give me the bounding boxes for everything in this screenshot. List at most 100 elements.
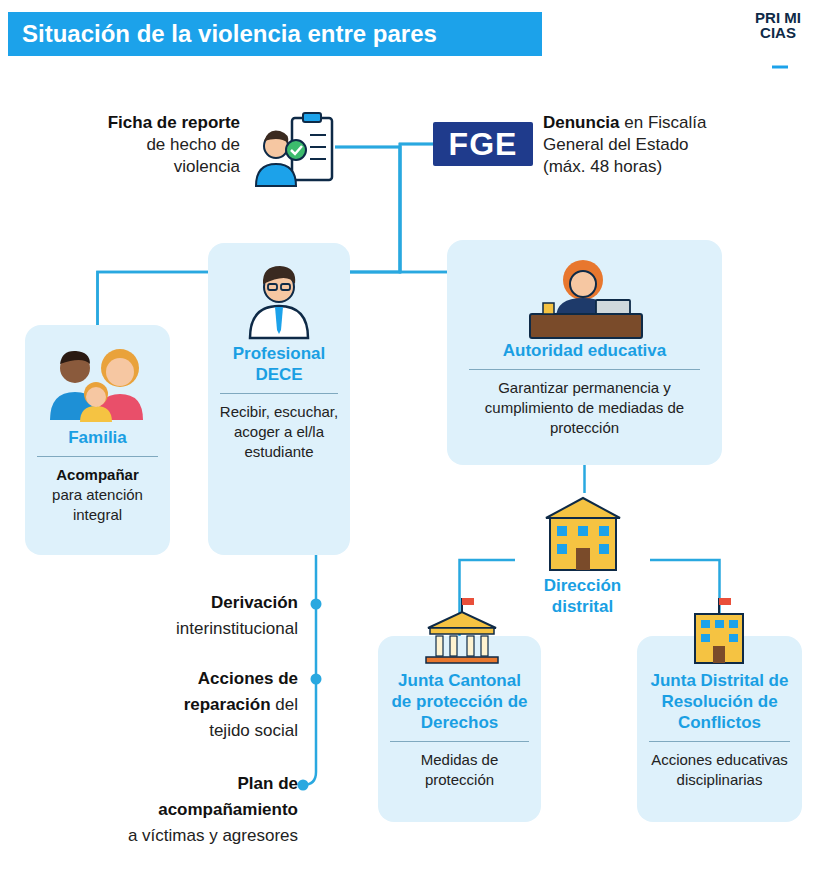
directorate-icon bbox=[546, 498, 620, 570]
professional-icon-part bbox=[250, 306, 308, 338]
cantonal-building-icon-part bbox=[481, 636, 488, 656]
body-text: para atención integral bbox=[33, 485, 162, 525]
authority-icon-part bbox=[563, 260, 603, 300]
role-card: FamiliaAcompañarpara atención integral bbox=[25, 325, 170, 555]
logo-text: PRI MI CIAS bbox=[754, 10, 802, 40]
cantonal-building-icon-part bbox=[450, 636, 457, 656]
district-building-icon-part bbox=[701, 620, 710, 628]
report-icon-part bbox=[256, 164, 296, 186]
report-icon-part bbox=[264, 130, 288, 143]
fge-box: Denunciaen Fiscalía General del Estado (… bbox=[433, 122, 533, 166]
action-item: Derivacióninterinstitucional bbox=[98, 590, 298, 642]
connector-group bbox=[98, 144, 720, 636]
heading-text: Profesional DECE bbox=[220, 343, 338, 394]
report-icon-part bbox=[291, 146, 302, 154]
professional-icon-part bbox=[281, 284, 290, 290]
board-card: Junta Distrital de Resolución de Conflic… bbox=[637, 636, 802, 822]
family-icon-part bbox=[60, 353, 90, 383]
family-icon bbox=[50, 349, 143, 422]
directorate-icon-part bbox=[550, 518, 616, 570]
cantonal-building-icon-part bbox=[430, 628, 494, 634]
logo-mark bbox=[772, 66, 788, 69]
diagram-title: Situación de la violencia entre pares bbox=[8, 12, 542, 56]
authority-icon-part bbox=[556, 298, 610, 318]
body-text: Acciones educativas disciplinarias bbox=[645, 750, 794, 790]
directorate-icon-part bbox=[576, 548, 590, 570]
bullet-dot bbox=[311, 599, 322, 610]
report-icon bbox=[256, 113, 332, 186]
leader-line bbox=[303, 555, 316, 785]
body-text: Garantizar permanencia y cumplimiento de… bbox=[455, 378, 714, 438]
directorate-icon-part bbox=[546, 498, 620, 518]
directorate-icon-part bbox=[557, 526, 567, 536]
action-text: a víctimas y agresores bbox=[28, 823, 298, 849]
district-building-icon-part bbox=[729, 634, 738, 642]
district-building-icon-part bbox=[713, 646, 725, 663]
action-leader bbox=[298, 555, 322, 791]
authority-icon-part bbox=[596, 300, 630, 314]
district-building-icon-part bbox=[701, 634, 710, 642]
body-text: Medidas de protección bbox=[386, 750, 533, 790]
directorate-icon-part bbox=[557, 544, 567, 554]
authority-icon-part bbox=[570, 271, 596, 297]
district-building-icon-part bbox=[715, 620, 724, 628]
connector-line bbox=[650, 560, 720, 636]
report-icon-part bbox=[286, 140, 306, 160]
body-text: Acompañar bbox=[33, 465, 162, 485]
district-building-icon-part bbox=[718, 598, 720, 614]
action-text: Derivación bbox=[98, 590, 298, 616]
professional-icon-part bbox=[263, 266, 295, 284]
board-card: Junta Cantonal de protección de Derechos… bbox=[378, 636, 541, 822]
family-icon-part bbox=[97, 394, 143, 420]
directorate-icon-part bbox=[578, 526, 588, 536]
district-building-icon-part bbox=[729, 620, 738, 628]
report-icon-part bbox=[292, 118, 332, 180]
authority-icon-part bbox=[543, 303, 554, 314]
heading-text: Junta Cantonal de protección de Derechos bbox=[390, 670, 529, 742]
side-caption: Denunciaen Fiscalía General del Estado (… bbox=[543, 112, 733, 178]
family-icon-part bbox=[60, 351, 90, 364]
authority-icon bbox=[530, 260, 642, 338]
connector-line bbox=[583, 465, 586, 493]
report-icon-part bbox=[310, 146, 326, 148]
cantonal-building-icon-part bbox=[462, 598, 474, 605]
district-building-icon bbox=[695, 598, 743, 663]
cantonal-building-icon-part bbox=[428, 612, 496, 628]
connector-line bbox=[350, 144, 433, 272]
report-icon-part bbox=[264, 134, 288, 158]
family-icon-part bbox=[101, 349, 139, 387]
directorate-icon-part bbox=[599, 544, 609, 554]
body-text: Denuncia bbox=[543, 113, 620, 132]
heading-text: Dirección distrital bbox=[519, 575, 646, 625]
heading-text: FGE bbox=[433, 122, 533, 166]
professional-icon-part bbox=[264, 272, 294, 302]
family-icon-part bbox=[50, 392, 100, 420]
cantonal-building-icon-part bbox=[426, 657, 498, 663]
action-text: Plan de acompañamiento bbox=[148, 771, 298, 823]
heading-text: Junta Distrital de Resolución de Conflic… bbox=[649, 670, 790, 742]
district-building-icon-part bbox=[719, 598, 731, 605]
professional-icon-part bbox=[275, 307, 283, 334]
professional-icon bbox=[250, 266, 308, 338]
directorate-node: Dirección distrital bbox=[515, 493, 650, 633]
heading-text: Ficha de reporte bbox=[95, 112, 240, 134]
heading-text: Autoridad educativa bbox=[469, 340, 700, 370]
cantonal-building-icon-part bbox=[467, 636, 474, 656]
bullet-dot bbox=[298, 780, 309, 791]
title-band: Situación de la violencia entre pares bbox=[8, 12, 542, 56]
heading-text: Familia bbox=[37, 427, 158, 457]
professional-icon-part bbox=[268, 284, 277, 290]
action-text: interinstitucional bbox=[98, 616, 298, 642]
authority-icon-part bbox=[530, 314, 642, 338]
body-text: Recibir, escuchar, acoger a el/la estudi… bbox=[216, 402, 342, 462]
action-item: Plan de acompañamientoa víctimas y agres… bbox=[28, 771, 298, 849]
directorate-icon-part bbox=[599, 526, 609, 536]
cantonal-building-icon-part bbox=[461, 598, 463, 614]
cantonal-building-icon-part bbox=[436, 636, 443, 656]
report-form: Ficha de reportede hecho de violencia bbox=[70, 108, 335, 186]
district-building-icon-part bbox=[695, 614, 743, 663]
family-icon-part bbox=[106, 358, 134, 386]
brand-logo: PRI MI CIAS bbox=[754, 10, 802, 40]
action-item: Acciones de reparacióndel tejido social bbox=[148, 666, 298, 744]
